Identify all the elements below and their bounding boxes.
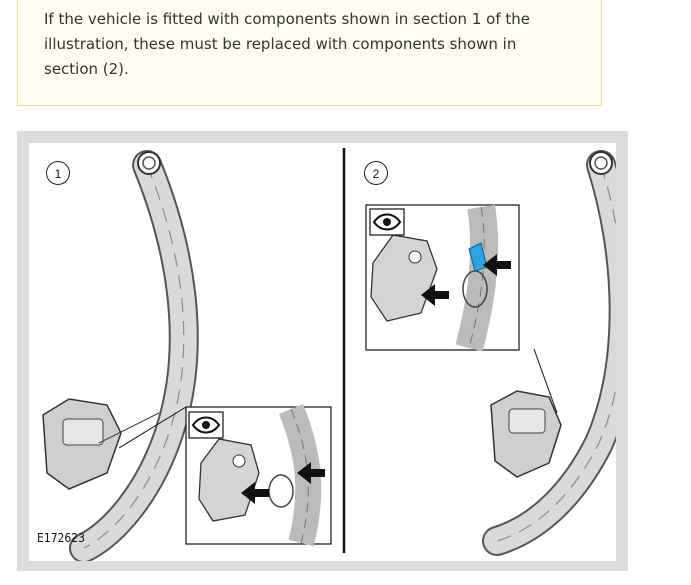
arrow-icon: [241, 482, 269, 504]
section-callout-2: 2: [364, 161, 388, 185]
chain-guide-rail-1: [69, 150, 199, 561]
tensioner-2: [490, 348, 562, 478]
arrow-icon: [483, 254, 511, 276]
instruction-note: If the vehicle is fitted with components…: [17, 0, 602, 106]
tensioner-1: [42, 398, 160, 490]
note-text: If the vehicle is fitted with components…: [44, 10, 530, 78]
illustration-frame: 1 2 E172623: [17, 131, 628, 571]
illustration: 1 2 E172623: [29, 143, 616, 561]
eye-icon: [369, 208, 405, 236]
figure-reference: E172623: [37, 531, 86, 545]
section-callout-1: 1: [46, 161, 70, 185]
eye-icon: [188, 411, 224, 439]
chain-guide-rail-2: [482, 150, 616, 556]
illustration-drawing: [42, 148, 616, 561]
arrow-icon: [421, 284, 449, 306]
arrow-icon: [297, 462, 325, 484]
